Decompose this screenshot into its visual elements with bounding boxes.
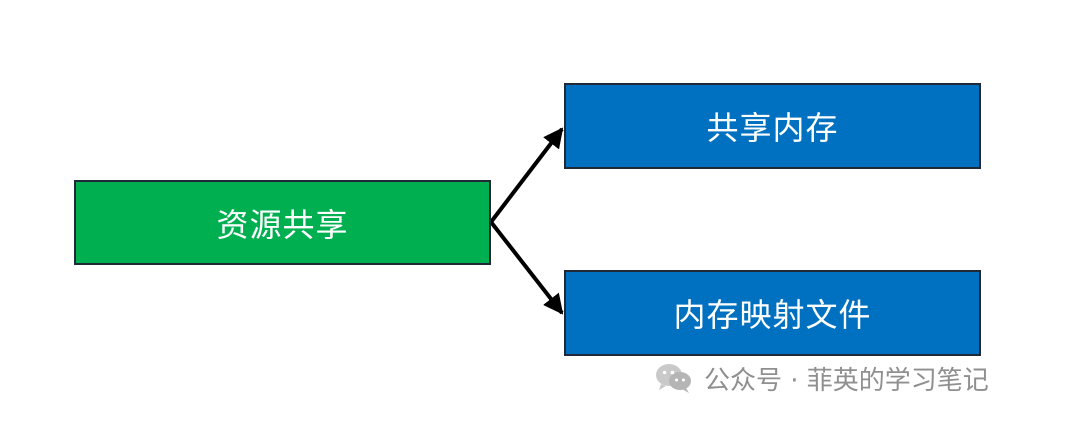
edge-root-to-shared-memory (489, 127, 564, 224)
node-shared-memory-label: 共享内存 (706, 109, 839, 147)
node-shared-memory: 共享内存 (564, 83, 981, 169)
node-memory-mapped-file: 内存映射文件 (564, 270, 981, 356)
edge-root-to-memory-mapped-file (489, 220, 564, 315)
node-memory-mapped-file-label: 内存映射文件 (673, 296, 872, 334)
wechat-icon (656, 364, 691, 393)
node-resource-sharing: 资源共享 (74, 180, 491, 265)
watermark-text: 公众号 · 菲英的学习笔记 (704, 365, 989, 396)
node-resource-sharing-label: 资源共享 (216, 205, 349, 244)
watermark: 公众号 · 菲英的学习笔记 (654, 356, 989, 400)
